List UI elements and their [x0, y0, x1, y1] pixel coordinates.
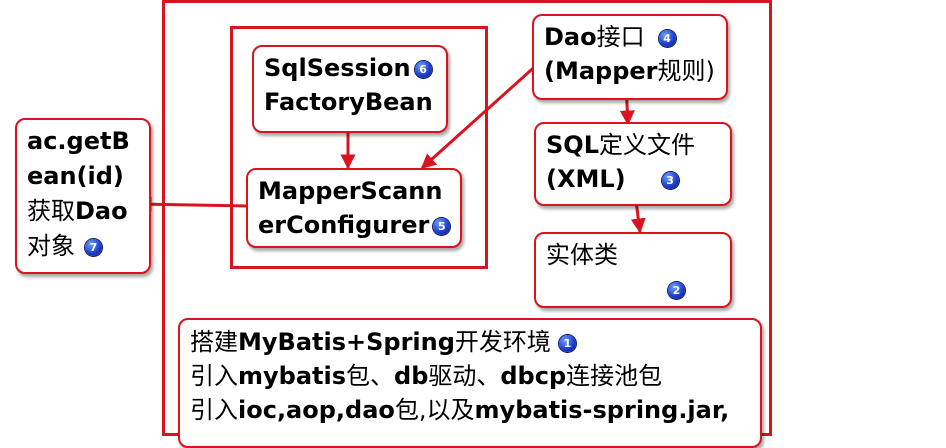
- getbean-line2: ean(id): [27, 162, 124, 190]
- dao-line2-b: 规则): [657, 57, 715, 85]
- step-badge-4: 4: [658, 29, 676, 47]
- setup-line1-c: 开发环境: [454, 328, 551, 356]
- scanner-line2: erConfigurer: [258, 211, 430, 239]
- setup-line2-c: 包、: [346, 362, 395, 390]
- getbean-line3-a: 获取: [27, 197, 75, 225]
- step-badge-6: 6: [414, 60, 432, 78]
- arrow-dao-to-scanner: [420, 60, 542, 170]
- getbean-node: ac.getB ean(id) 获取Dao 对象 7: [15, 118, 151, 274]
- setup-line3-a: 引入: [190, 396, 238, 424]
- step-badge-1: 1: [558, 334, 576, 352]
- setup-line1-a: 搭建: [190, 328, 238, 356]
- setup-environment-node: 搭建MyBatis+Spring开发环境 1 引入mybatis包、db驱动、db…: [178, 318, 762, 448]
- step-badge-5: 5: [433, 217, 451, 235]
- setup-line2-g: 连接池包: [566, 362, 663, 390]
- scanner-line1: MapperScann: [258, 177, 443, 205]
- getbean-line4: 对象: [27, 232, 75, 260]
- spring-config-group-frame: [230, 26, 488, 269]
- dao-line1-bold: Dao: [544, 23, 597, 51]
- dao-line1-rest: 接口: [596, 23, 645, 51]
- setup-line2-e: 驱动、: [428, 362, 501, 390]
- setup-line3-b: ioc,aop,dao: [238, 396, 395, 424]
- entity-label: 实体类: [546, 241, 618, 269]
- step-badge-3: 3: [661, 171, 679, 189]
- setup-line2-b: mybatis: [238, 362, 347, 390]
- sqlsession-line2: FactoryBean: [264, 88, 433, 116]
- entity-class-node: 实体类 2: [534, 232, 732, 308]
- sqlsession-line1: SqlSession: [264, 54, 411, 82]
- sql-line2: (XML): [546, 165, 626, 193]
- sql-definition-file-node: SQL定义文件 (XML) 3: [534, 122, 732, 206]
- getbean-line3-b: Dao: [75, 197, 128, 225]
- sql-line1-rest: 定义文件: [598, 131, 695, 159]
- setup-line1-b: MyBatis+Spring: [238, 328, 455, 356]
- setup-line2-a: 引入: [190, 362, 238, 390]
- arrows-layer: [136, 60, 646, 234]
- dao-line2-a: (Mapper: [544, 57, 658, 85]
- arrow-scanner-to-getbean: [136, 196, 249, 212]
- dao-interface-node: Dao接口 4 (Mapper规则): [532, 14, 728, 100]
- setup-line3-c: 包,以及: [394, 396, 475, 424]
- setup-line2-d: db: [394, 362, 429, 390]
- step-badge-7: 7: [85, 238, 102, 256]
- setup-line2-f: dbcp: [500, 362, 567, 390]
- sql-line1-bold: SQL: [546, 131, 599, 159]
- setup-line3-d: mybatis-spring.jar,: [474, 396, 730, 424]
- step-badge-2: 2: [668, 281, 685, 299]
- getbean-line1: ac.getB: [27, 127, 130, 155]
